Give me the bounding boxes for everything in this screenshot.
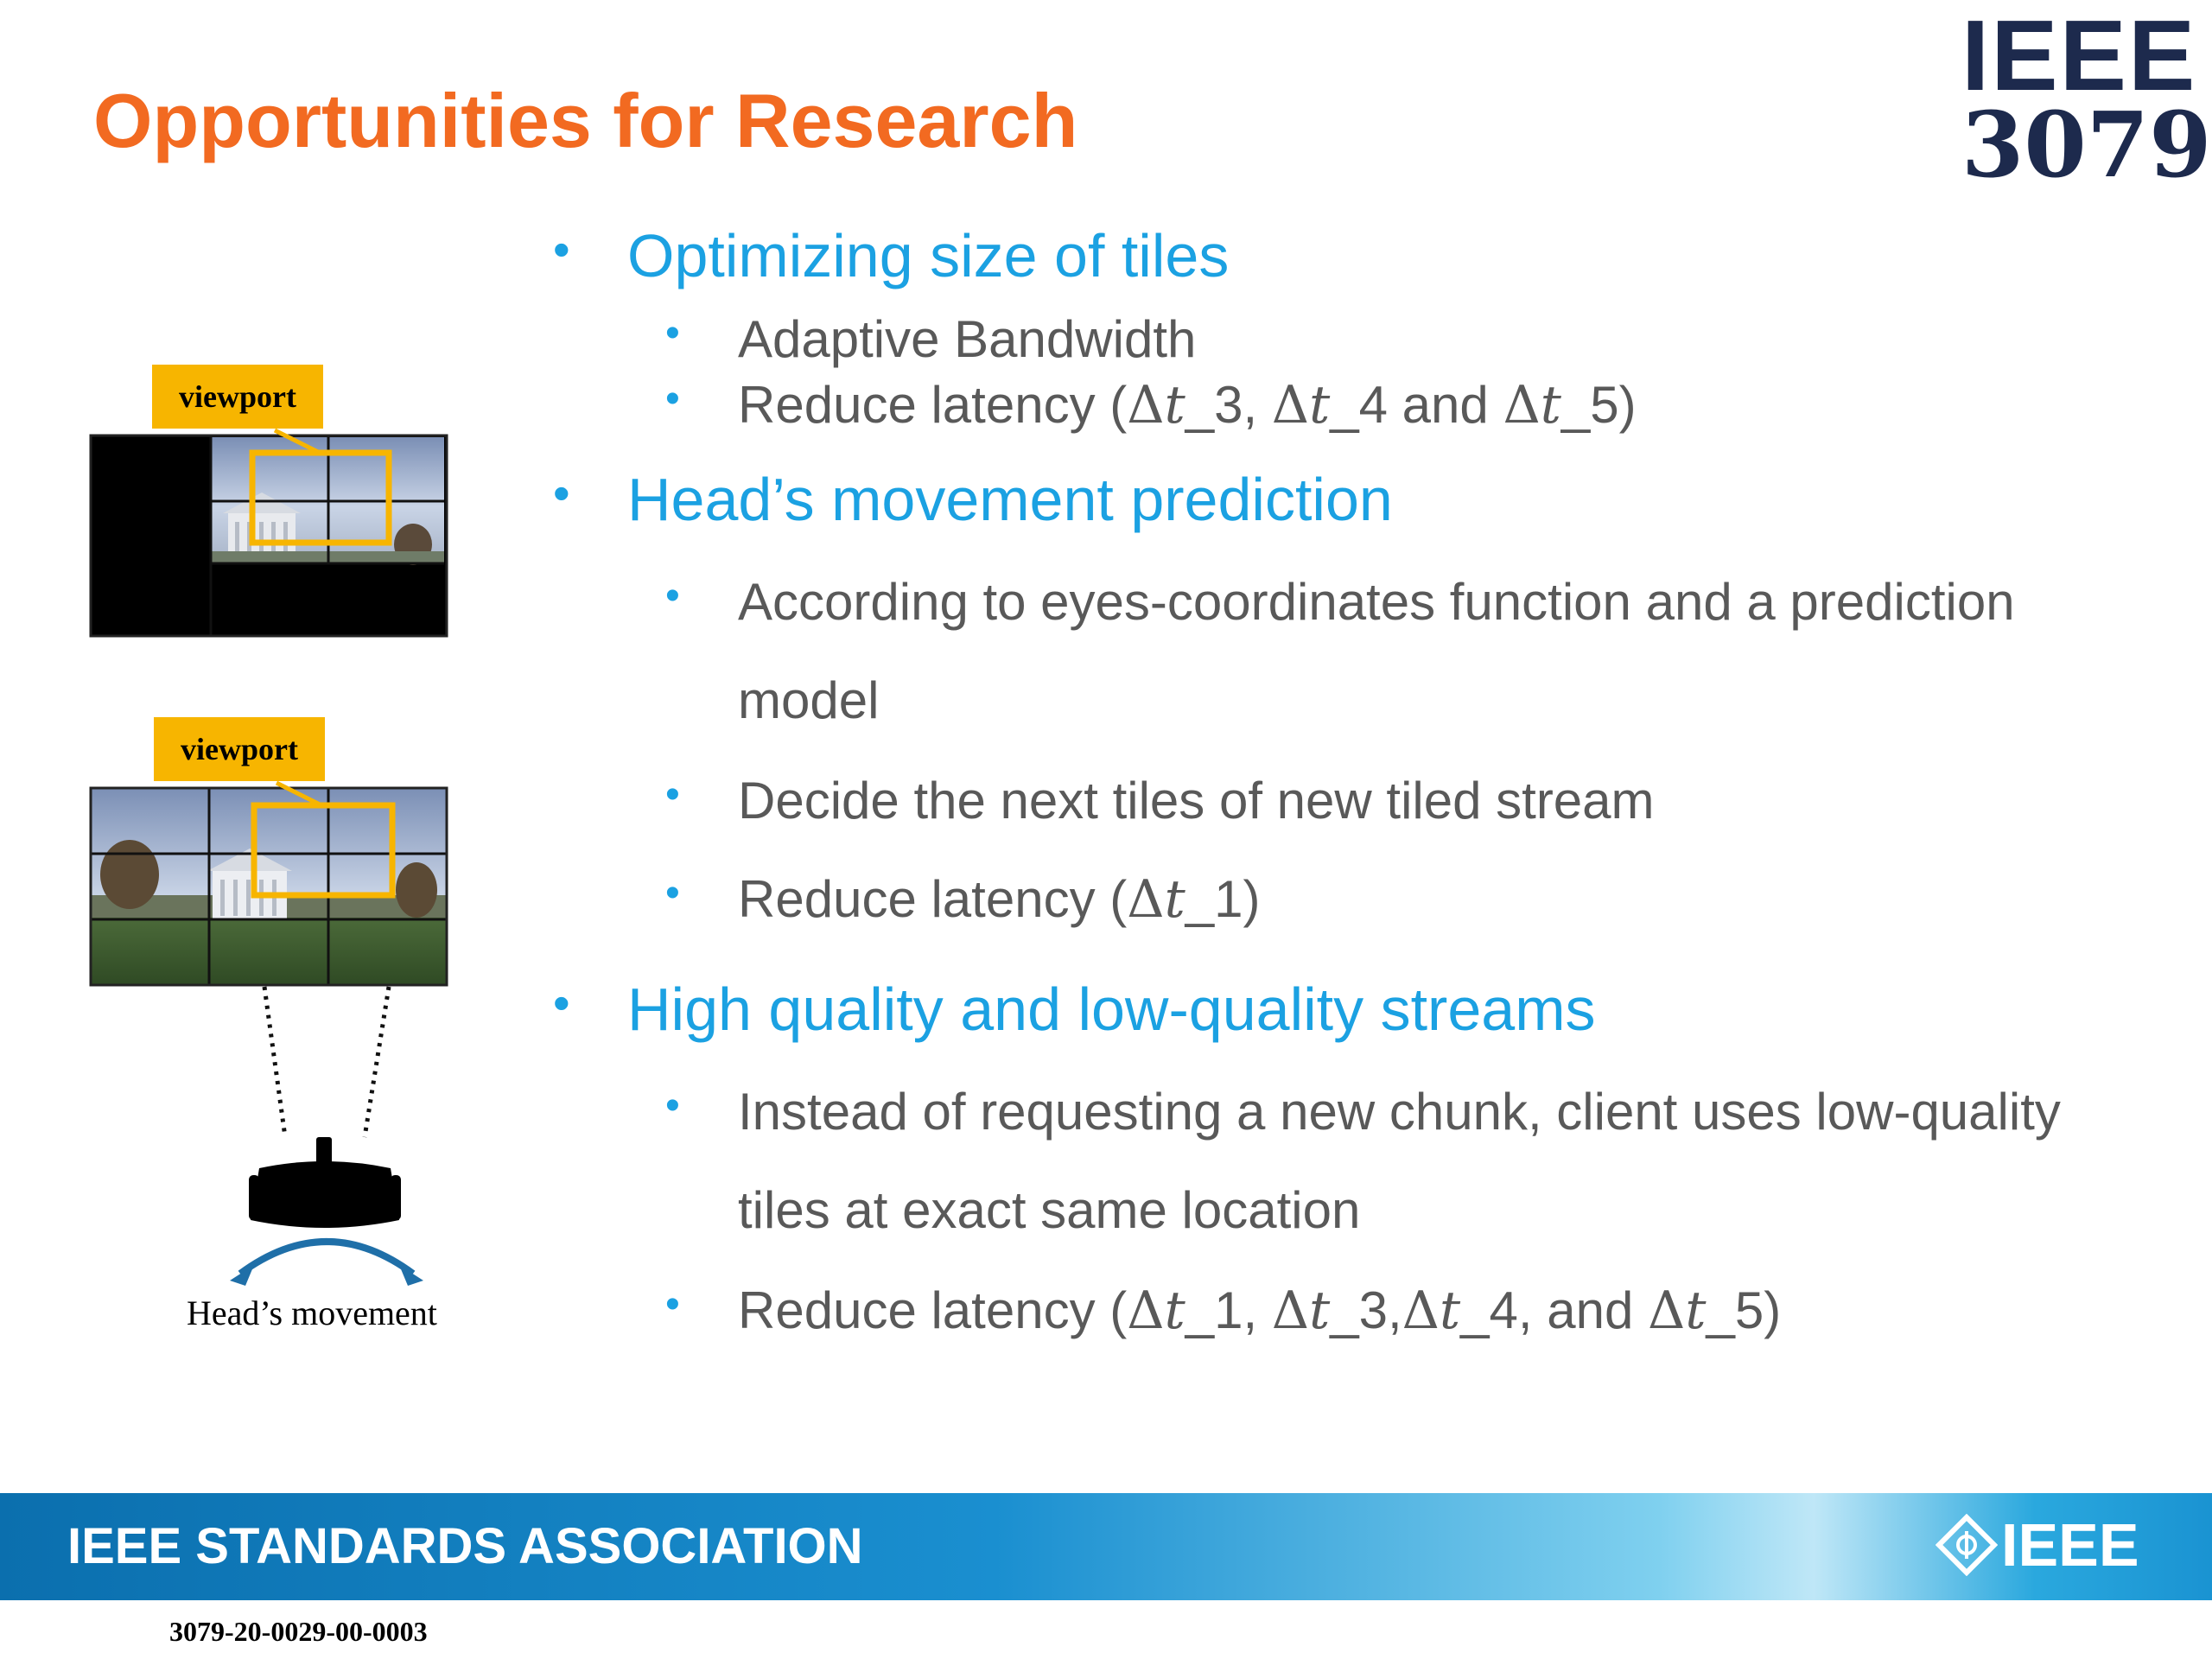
bullet-dot-icon: • (553, 976, 570, 1030)
logo-line-2: 3079 (1961, 92, 2212, 198)
bullet-dot-icon: • (665, 376, 680, 422)
bullet-dot-icon: • (665, 1083, 680, 1128)
document-id: 3079-20-0029-00-0003 (169, 1616, 428, 1647)
full-tiles-panel (89, 780, 448, 987)
footer-brand-text: IEEE (2001, 1511, 2139, 1579)
slide-title: Opportunities for Research (93, 78, 1078, 163)
ieee-diamond-icon (1936, 1514, 1998, 1576)
footer-organization: IEEE STANDARDS ASSOCIATION (67, 1518, 863, 1574)
sight-line-right (362, 986, 391, 1138)
tiled-video-figure: viewport viewport Head’s movement (0, 0, 553, 1382)
bullet-dot-icon: • (665, 1281, 680, 1327)
figure-caption: Head’s movement (187, 1294, 437, 1332)
bullet-dot-icon: • (665, 573, 680, 619)
partial-tiles-panel (89, 428, 448, 638)
footer-ieee-logo: IEEE (1936, 1511, 2139, 1579)
sight-line-left (262, 986, 288, 1138)
viewport-label-bottom: viewport (154, 717, 325, 781)
ieee-3079-logo: IEEE 3079 (1961, 0, 2212, 198)
footer-bar (0, 1493, 2212, 1600)
bullet-dot-icon: • (665, 310, 680, 356)
viewport-label-top: viewport (152, 365, 323, 429)
vr-headset-icon (249, 1137, 401, 1228)
bullet-dot-icon: • (665, 870, 680, 916)
bullet-dot-icon: • (553, 466, 570, 520)
tiled-video-diagram (89, 428, 448, 1286)
logo-line-1: IEEE (1961, 0, 2197, 111)
head-movement-arrow-icon (230, 1238, 423, 1286)
bullet-dot-icon: • (553, 222, 570, 276)
bullet-dot-icon: • (665, 772, 680, 817)
